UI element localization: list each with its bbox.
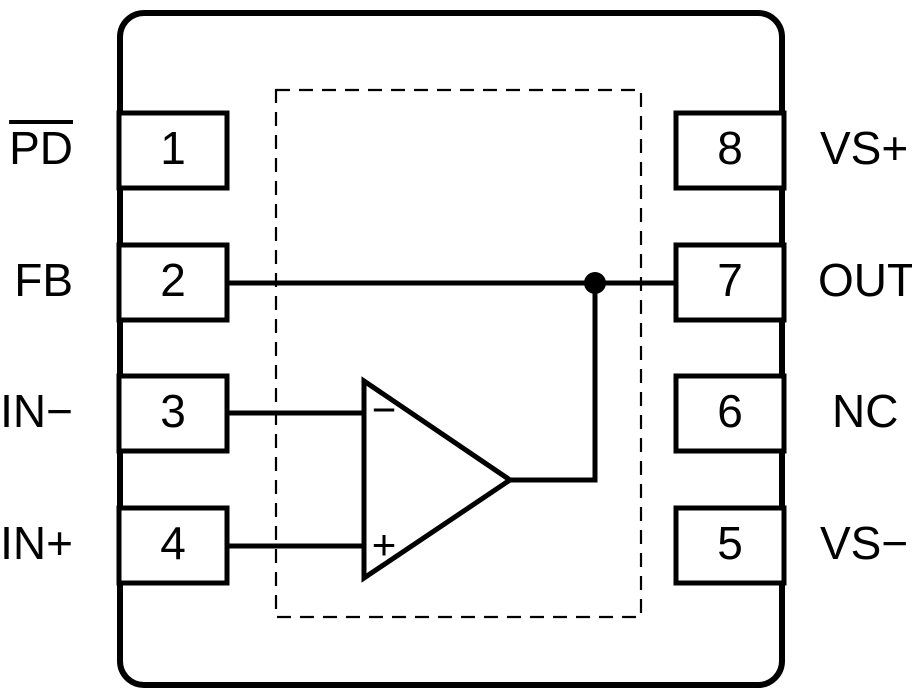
pin-box-7[interactable] xyxy=(673,242,787,323)
pin-number-5: 5 xyxy=(717,517,743,569)
pin-label-vs-plus: VS+ xyxy=(820,122,908,174)
pin-number-1: 1 xyxy=(160,122,186,174)
operational-amplifier-symbol xyxy=(361,376,515,583)
pin-box-1[interactable] xyxy=(116,110,230,191)
pin-label-nc: NC xyxy=(832,385,898,437)
package-outline xyxy=(117,10,785,688)
noninverting-input-sign: + xyxy=(372,521,397,568)
pin-box-5[interactable] xyxy=(673,505,787,586)
pin-label-fb: FB xyxy=(14,254,73,306)
pin-label-vs-minus: VS− xyxy=(820,517,908,569)
pin-box-4[interactable] xyxy=(116,505,230,586)
pin-number-7: 7 xyxy=(717,254,743,306)
pin-box-3[interactable] xyxy=(116,373,230,454)
pin-label-in-plus: IN+ xyxy=(0,517,73,569)
pin-number-2: 2 xyxy=(160,254,186,306)
pin-number-6: 6 xyxy=(717,385,743,437)
internal-die-boundary xyxy=(274,88,643,619)
pin-number-4: 4 xyxy=(160,517,186,569)
output-wire xyxy=(510,283,598,483)
pin-number-3: 3 xyxy=(160,385,186,437)
pin-box-6[interactable] xyxy=(673,373,787,454)
feedback-junction-dot xyxy=(584,272,606,294)
pin-label-in-minus: IN− xyxy=(0,385,73,437)
inverting-input-sign: − xyxy=(372,386,397,433)
pin-number-8: 8 xyxy=(717,122,743,174)
pin-label-pd: PD xyxy=(9,122,73,174)
pin-box-8[interactable] xyxy=(673,110,787,191)
pin-box-2[interactable] xyxy=(116,242,230,323)
pin-label-out: OUT xyxy=(818,254,912,306)
